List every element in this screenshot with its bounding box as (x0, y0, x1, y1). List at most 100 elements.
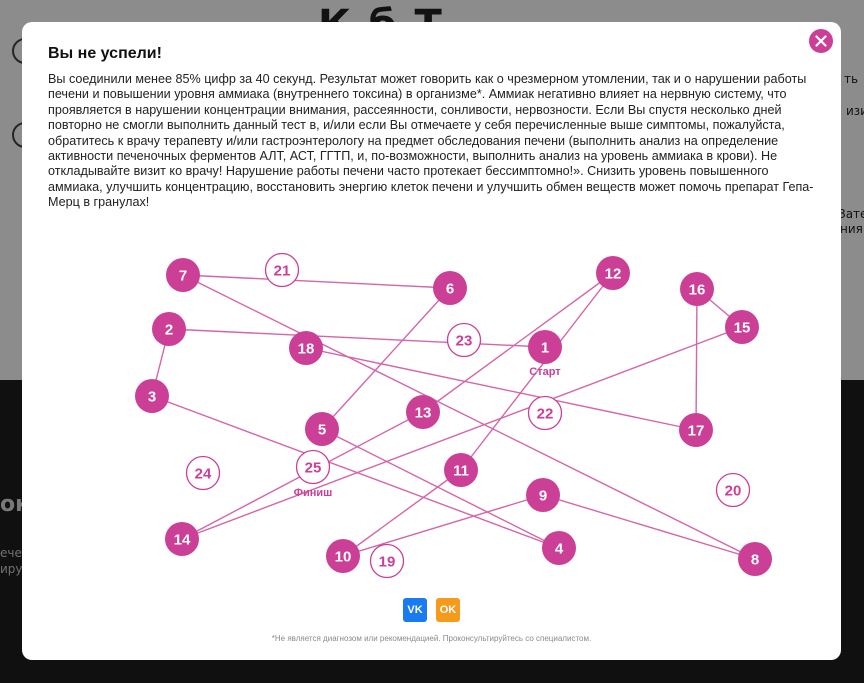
number-node-2[interactable]: 2 (152, 312, 186, 346)
connection-line (321, 428, 560, 549)
number-node-circle (526, 478, 560, 512)
background-text: иру (0, 562, 23, 576)
connection-line (460, 272, 614, 471)
number-node-3[interactable]: 3 (135, 379, 169, 413)
number-node-circle (680, 272, 714, 306)
background-text: ния (840, 222, 863, 236)
number-node-circle (725, 310, 759, 344)
number-node-17[interactable]: 17 (679, 413, 713, 447)
disclaimer: *Не является диагнозом или рекомендацией… (271, 634, 592, 643)
number-node-circle (185, 455, 221, 491)
number-node-label: 24 (195, 466, 212, 483)
number-node-label: 4 (555, 541, 564, 558)
number-node-circle (152, 312, 186, 346)
number-node-label: 12 (605, 266, 622, 283)
number-node-circle (326, 539, 360, 573)
finish-label: Финиш (294, 487, 333, 499)
number-node-label: 25 (305, 460, 322, 477)
close-button[interactable] (809, 29, 833, 53)
number-node-circle (715, 472, 751, 508)
number-node-label: 16 (689, 282, 706, 299)
background-text: ть (844, 72, 859, 86)
number-node-circle (527, 395, 563, 431)
start-label: Старт (529, 366, 561, 378)
number-node-20[interactable]: 20 (715, 472, 751, 508)
background-text: Затем (838, 207, 864, 221)
vk-share-button[interactable]: VK (403, 598, 427, 622)
number-node-circle (406, 395, 440, 429)
number-node-label: 19 (379, 554, 396, 571)
number-node-23[interactable]: 23 (446, 322, 482, 358)
number-node-label: 15 (734, 320, 751, 337)
number-node-13[interactable]: 13 (406, 395, 440, 429)
number-node-24[interactable]: 24 (185, 455, 221, 491)
number-node-label: 8 (751, 552, 759, 569)
number-node-circle (433, 271, 467, 305)
modal-result-text: Вы соединили менее 85% цифр за 40 секунд… (48, 72, 814, 210)
number-node-circle (264, 252, 300, 288)
number-node-15[interactable]: 15 (725, 310, 759, 344)
number-node-label: 11 (453, 463, 469, 480)
number-node-circle (446, 322, 482, 358)
number-node-21[interactable]: 21 (264, 252, 300, 288)
connection-lines (151, 272, 756, 560)
number-node-label: 21 (274, 263, 291, 280)
connection-line (182, 274, 756, 560)
number-node-label: 2 (165, 322, 173, 339)
number-node-6[interactable]: 6 (433, 271, 467, 305)
number-node-12[interactable]: 12 (596, 256, 630, 290)
connection-line (342, 469, 462, 557)
connection-line (182, 274, 451, 289)
number-node-circle (444, 453, 478, 487)
connection-line (168, 328, 546, 348)
number-node-circle (305, 412, 339, 446)
number-node-1[interactable]: 1 (528, 330, 562, 364)
number-node-label: 22 (537, 406, 554, 423)
number-node-25[interactable]: 25 (295, 449, 331, 485)
number-node-14[interactable]: 14 (165, 522, 199, 556)
number-node-circle (738, 542, 772, 576)
number-node-16[interactable]: 16 (680, 272, 714, 306)
number-node-8[interactable]: 8 (738, 542, 772, 576)
number-node-circle (295, 449, 331, 485)
number-node-label: 14 (174, 532, 191, 549)
modal-title: Вы не успели! (48, 45, 162, 62)
result-modal: Вы не успели! Вы соединили менее 85% циф… (22, 22, 841, 660)
odnoklassniki-share-button[interactable]: OK (436, 598, 460, 622)
number-node-label: 6 (446, 281, 454, 298)
odnoklassniki-icon: OK (439, 604, 457, 616)
number-node-9[interactable]: 9 (526, 478, 560, 512)
number-node-circle (166, 258, 200, 292)
number-node-label: 20 (725, 483, 742, 500)
number-node-label: 9 (539, 488, 547, 505)
number-node-18[interactable]: 18 (289, 331, 323, 365)
number-node-circle (596, 256, 630, 290)
number-node-circle (165, 522, 199, 556)
number-node-circle (528, 330, 562, 364)
number-node-circle (679, 413, 713, 447)
number-node-circle (135, 379, 169, 413)
vk-icon: VK (407, 604, 423, 616)
number-node-circle (542, 531, 576, 565)
number-node-label: 10 (335, 549, 352, 566)
background-text: изит (846, 104, 864, 118)
number-node-5[interactable]: 5 (305, 412, 339, 446)
number-node-4[interactable]: 4 (542, 531, 576, 565)
close-icon (815, 35, 827, 47)
number-node-label: 13 (415, 405, 432, 422)
number-node-label: 17 (688, 423, 705, 440)
connection-line (695, 288, 698, 431)
number-node-label: 23 (456, 333, 473, 350)
connection-line (181, 326, 743, 540)
number-node-11[interactable]: 11 (444, 453, 478, 487)
number-node-7[interactable]: 7 (166, 258, 200, 292)
number-node-label: 18 (298, 341, 315, 358)
number-node-19[interactable]: 19 (369, 543, 405, 579)
number-node-10[interactable]: 10 (326, 539, 360, 573)
number-node-22[interactable]: 22 (527, 395, 563, 431)
number-node-circle (369, 543, 405, 579)
number-node-label: 7 (179, 268, 187, 285)
number-node-label: 1 (541, 340, 549, 357)
connection-line (342, 494, 544, 557)
